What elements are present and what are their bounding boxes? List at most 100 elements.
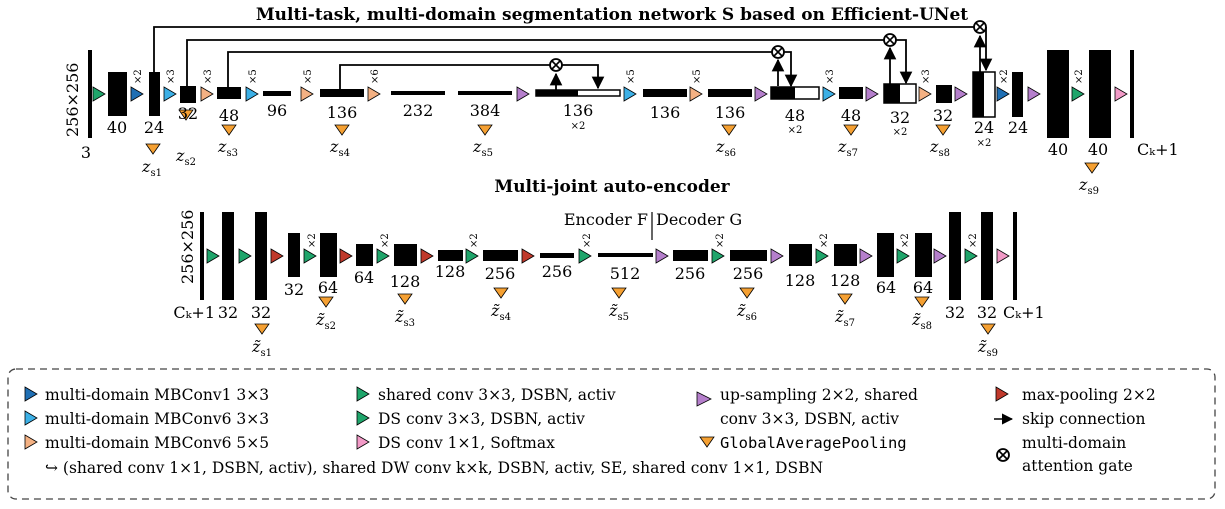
input-channels-label: 3 [81, 143, 91, 162]
upsampling-icon [1027, 86, 1041, 102]
shared-conv-icon [711, 248, 725, 264]
max-pooling-icon [521, 248, 535, 264]
pooling-icon [843, 124, 859, 136]
pooling-icon [914, 296, 930, 308]
legend: multi-domain MBConv1 3×3 multi-domain MB… [7, 368, 1216, 500]
pooling-icon [178, 109, 194, 121]
feature-map-128 [438, 250, 463, 261]
legend-mbconv-detail: ↪ (shared conv 1×1, DSBN, activ), shared… [45, 459, 823, 477]
feature-map-40 [1089, 50, 1111, 138]
ds-softmax-icon [356, 434, 370, 450]
feature-map-40 [1047, 50, 1069, 138]
input-feature-map [88, 50, 92, 138]
skip-connection [186, 39, 884, 86]
ds-conv-icon [356, 410, 370, 426]
shared-conv-icon [376, 248, 390, 264]
mbconv6-5x5-icon [24, 434, 38, 450]
z-label: zs4 [329, 137, 350, 159]
repeat-label: ×2 [999, 69, 1010, 84]
input-feature-map [200, 212, 204, 300]
channel-label: 32 [178, 104, 198, 123]
channel-label: 128 [390, 272, 421, 291]
feature-map-512 [598, 253, 653, 257]
legend-ds-softmax: DS conv 1×1, Softmax [378, 434, 555, 452]
top-labels: 256×256 3 40 24 32 48 96 136 232 384 136… [63, 63, 1179, 197]
feature-map-128 [789, 244, 812, 266]
input-size-label: 256×256 [178, 210, 197, 284]
z-label: zs3 [217, 137, 238, 159]
ds-softmax-icon [1114, 86, 1128, 102]
pooling-icon [221, 124, 237, 136]
channel-label: 40 [1088, 140, 1108, 159]
channel-label: 136 [650, 103, 681, 122]
channel-label: 64 [876, 278, 896, 297]
feature-map-256 [483, 250, 518, 261]
feature-map-32 [949, 212, 961, 300]
repeat-label: ×2 [582, 233, 593, 248]
pooling-icon [980, 323, 996, 335]
feature-map-64 [877, 233, 894, 277]
legend-mbconv6-3x3: multi-domain MBConv6 3×3 [45, 410, 269, 428]
repeat-label: ×2 [819, 233, 830, 248]
pooling-icon [334, 124, 350, 136]
z-label: zs1 [141, 157, 162, 179]
feature-map-256 [673, 250, 708, 261]
channel-label: 32 [251, 303, 271, 322]
operations [206, 248, 1010, 264]
channel-label: 32 [977, 303, 997, 322]
pooling-icon [1084, 162, 1100, 174]
mbconv6-3x3-icon [822, 86, 836, 102]
z-label: zs7 [837, 137, 858, 159]
repeat-label: ×3 [825, 69, 836, 84]
repeat-label: ×2 [380, 233, 391, 248]
output-channels-label: Cₖ+1 [1137, 140, 1179, 159]
channel-label: 128 [435, 262, 466, 281]
input-channels-label: Cₖ+1 [173, 303, 215, 322]
channel-label: 512 [610, 264, 641, 283]
feature-map-24 [1012, 72, 1023, 117]
max-pooling-icon [339, 248, 353, 264]
pooling-icon [254, 323, 270, 335]
feature-map-136 [708, 89, 752, 97]
ds-softmax-icon [996, 248, 1010, 264]
feature-maps [88, 50, 1134, 138]
z-tilde-label: z̃s2 [315, 310, 336, 332]
mbconv6-5x5-icon [918, 86, 932, 102]
channel-label: 48 [219, 106, 239, 125]
feature-map-32 [288, 233, 300, 277]
repeat-label: ×2 [968, 233, 979, 248]
feature-map-64 [356, 244, 373, 266]
shared-conv-icon [465, 248, 479, 264]
autoencoder-network: Encoder F Decoder G [173, 210, 1044, 359]
feature-map-128 [394, 244, 417, 266]
repeat-label: ×2 [715, 233, 726, 248]
mbconv6-3x3-icon [24, 410, 38, 426]
feature-map-96 [263, 91, 291, 96]
pooling-icon [397, 293, 413, 305]
attention-gates [549, 20, 987, 72]
channel-label: 64 [913, 278, 933, 297]
repeat-label: ×2 [1074, 69, 1085, 84]
upsampling-icon [516, 86, 530, 102]
feature-map-232 [391, 91, 445, 95]
shared-conv-icon [238, 248, 252, 264]
mbconv6-5x5-icon [689, 86, 703, 102]
pooling-icon [721, 124, 737, 136]
feature-map-384 [458, 91, 512, 95]
channel-label: 232 [403, 101, 434, 120]
attention-gate-icon [771, 45, 785, 59]
channel-label: 48 [841, 106, 861, 125]
attention-gate-icon [996, 448, 1010, 462]
output-feature-map [1013, 212, 1017, 300]
channel-label: 96 [267, 101, 287, 120]
repeat-label: ×5 [303, 69, 314, 84]
feature-map-136 [643, 89, 687, 97]
z-label: zs5 [472, 137, 493, 159]
z-tilde-label: z̃s6 [736, 301, 757, 323]
channel-label: 32 [890, 108, 910, 127]
encoder-label: Encoder F [564, 210, 648, 229]
upsampling-icon [696, 391, 712, 407]
channel-label: 24 [1008, 118, 1028, 137]
channel-label: 136 [715, 103, 746, 122]
mbconv6-5x5-icon [300, 86, 314, 102]
